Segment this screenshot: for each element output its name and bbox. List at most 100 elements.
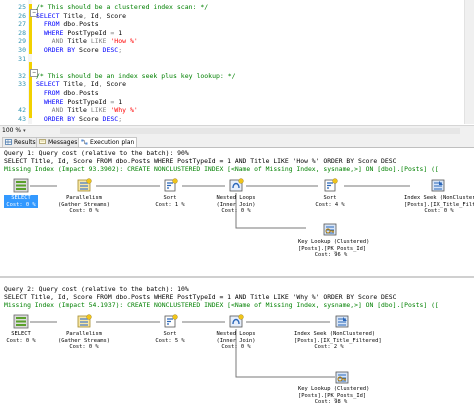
code-token: LIKE bbox=[90, 106, 107, 115]
parallelism-icon bbox=[77, 314, 92, 328]
line-number: 28 bbox=[18, 28, 26, 37]
select-operator-icon bbox=[13, 314, 29, 329]
tab-results[interactable]: Results bbox=[2, 137, 39, 147]
editor-vertical-scrollbar[interactable] bbox=[464, 0, 474, 124]
code-line: /* This should be an index seek plus key… bbox=[36, 72, 236, 80]
tab-execution-plan[interactable]: Execution plan bbox=[78, 137, 138, 147]
code-token: AND bbox=[36, 37, 64, 46]
nested-loops-icon bbox=[229, 178, 244, 192]
code-line: WHERE PostTypeId = 1 bbox=[36, 29, 122, 37]
code-token: = bbox=[110, 28, 115, 37]
code-token: = bbox=[110, 97, 115, 106]
code-token: DESC bbox=[102, 114, 119, 123]
plan1-index-seek-label: Index Seek (NonClustered) [Posts].[IX_Ti… bbox=[404, 195, 474, 214]
line-number: 43 bbox=[18, 114, 26, 123]
code-token: 1 bbox=[114, 97, 123, 106]
code-token: , bbox=[82, 11, 87, 20]
code-token: /* This should be an index seek plus key… bbox=[36, 71, 236, 80]
editor-horizontal-scrollbar[interactable] bbox=[60, 128, 460, 134]
code-line: FROM dbo.Posts bbox=[36, 20, 99, 28]
code-token: . bbox=[75, 89, 80, 97]
code-token: 'Why %' bbox=[106, 106, 138, 115]
plan2-parallelism-label: Parallelism (Gather Streams) Cost: 0 % bbox=[58, 331, 110, 350]
query1-sql: SELECT Title, Id, Score FROM dbo.Posts W… bbox=[4, 157, 397, 165]
code-line: AND Title LIKE 'How %' bbox=[36, 37, 138, 45]
line-number: 31 bbox=[18, 54, 26, 63]
tab-results-label: Results bbox=[14, 139, 36, 146]
key-lookup-icon bbox=[335, 371, 349, 384]
plan1-sort2-label: Sort Cost: 4 % bbox=[315, 195, 345, 208]
index-seek-icon bbox=[335, 315, 349, 328]
plan2-index-seek-label: Index Seek (NonClustered) [Posts].[IX_Ti… bbox=[294, 331, 382, 350]
change-marker bbox=[29, 4, 32, 54]
code-token: Posts bbox=[79, 89, 99, 97]
tab-messages[interactable]: Messages bbox=[36, 137, 81, 147]
code-line: SELECT Title, Id, Score bbox=[36, 12, 126, 20]
code-token: Score bbox=[102, 11, 127, 20]
parallelism-icon bbox=[77, 178, 92, 192]
query2-header: Query 2: Query cost (relative to the bat… bbox=[4, 285, 189, 293]
code-token: dbo bbox=[59, 20, 76, 29]
code-token: Title bbox=[59, 80, 83, 89]
code-token: Id bbox=[86, 11, 99, 20]
nested-loops-icon bbox=[229, 314, 244, 328]
line-number: 26 bbox=[18, 11, 26, 20]
code-token: SELECT bbox=[36, 80, 60, 89]
code-token: Score bbox=[75, 114, 103, 123]
code-token: Id bbox=[86, 80, 99, 89]
plan2-key-lookup-label: Key Lookup (Clustered) [Posts].[PK_Posts… bbox=[298, 386, 370, 405]
query2-sql: SELECT Title, Id, Score FROM dbo.Posts W… bbox=[4, 293, 397, 301]
plan1-parallelism-label: Parallelism (Gather Streams) Cost: 0 % bbox=[58, 195, 110, 214]
chevron-down-icon: ▾ bbox=[23, 128, 26, 134]
line-number: 25 bbox=[18, 3, 26, 11]
code-token: LIKE bbox=[90, 37, 107, 46]
collapse-toggle[interactable]: − bbox=[30, 9, 38, 17]
code-line: ORDER BY Score DESC; bbox=[36, 46, 122, 54]
code-line: WHERE PostTypeId = 1 bbox=[36, 98, 122, 106]
plan2-select-label: SELECT Cost: 0 % bbox=[6, 331, 36, 344]
code-token: . bbox=[75, 20, 80, 29]
sort-operator-icon bbox=[164, 314, 178, 328]
line-number: 27 bbox=[18, 20, 26, 29]
code-token: WHERE bbox=[36, 28, 64, 37]
query2-missing-index[interactable]: Missing Index (Impact 54.1937): CREATE N… bbox=[4, 301, 439, 309]
code-token: Score bbox=[102, 80, 127, 89]
code-token: WHERE bbox=[36, 97, 64, 106]
code-token: Title bbox=[63, 37, 91, 46]
sort-operator-icon bbox=[324, 178, 338, 192]
code-token: , bbox=[98, 80, 103, 89]
code-line: FROM dbo.Posts bbox=[36, 89, 99, 97]
code-token: PostTypeId bbox=[63, 28, 111, 37]
code-token: ORDER BY bbox=[36, 114, 76, 123]
code-line: ORDER BY Score DESC; bbox=[36, 115, 122, 123]
code-token: DESC bbox=[102, 46, 119, 54]
grid-icon bbox=[5, 139, 12, 145]
code-token: ; bbox=[118, 114, 123, 123]
line-number: 33 bbox=[18, 80, 26, 89]
collapse-toggle[interactable]: − bbox=[30, 69, 38, 77]
zoom-dropdown[interactable]: 100 %▾ bbox=[2, 127, 26, 134]
line-number: 42 bbox=[18, 106, 26, 115]
plan1-select-label: SELECT Cost: 0 % bbox=[4, 195, 38, 208]
plan-separator bbox=[0, 276, 474, 278]
code-token: FROM bbox=[36, 20, 60, 29]
plan1-nested-loops-label: Nested Loops (Inner Join) Cost: 0 % bbox=[216, 195, 256, 214]
code-token: , bbox=[98, 11, 103, 20]
sort-operator-icon bbox=[164, 178, 178, 192]
query1-missing-index[interactable]: Missing Index (Impact 93.3902): CREATE N… bbox=[4, 165, 439, 173]
code-token: 1 bbox=[114, 28, 123, 37]
line-number: 32 bbox=[18, 71, 26, 80]
execution-plan-icon bbox=[81, 139, 88, 145]
messages-icon bbox=[39, 139, 46, 144]
code-token: ORDER BY bbox=[36, 46, 76, 54]
tab-messages-label: Messages bbox=[48, 139, 78, 146]
zoom-value: 100 % bbox=[2, 127, 22, 134]
query1-header: Query 1: Query cost (relative to the bat… bbox=[4, 149, 189, 157]
change-marker bbox=[29, 62, 32, 118]
code-token: Posts bbox=[79, 20, 99, 29]
line-number: 29 bbox=[18, 37, 26, 46]
code-token: Title bbox=[63, 106, 91, 115]
code-token: /* This should be a clustered index scan… bbox=[36, 3, 209, 11]
